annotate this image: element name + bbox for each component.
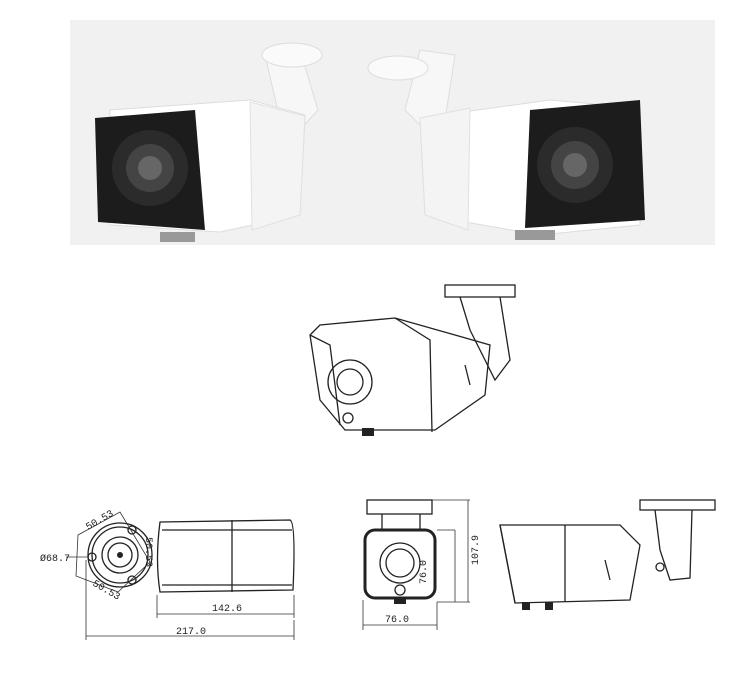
end-view: 76.0 107.9 76.0 <box>362 499 482 630</box>
camera-photo-left <box>95 42 323 242</box>
total-length-label: 217.0 <box>176 627 206 638</box>
end-width-label: 76.0 <box>385 615 409 626</box>
end-height-label: 76.0 <box>419 560 430 584</box>
end-total-height-label: 107.9 <box>471 535 482 565</box>
mount-dim-c: 50.53 <box>142 537 153 567</box>
body-length-label: 142.6 <box>212 604 242 615</box>
isometric-drawing <box>309 284 516 436</box>
product-photo <box>70 20 715 245</box>
side-view <box>499 499 716 610</box>
diameter-label: Ø68.7 <box>40 553 70 565</box>
camera-photo-right <box>367 49 645 240</box>
front-top-view: Ø68.7 50.53 50.53 50.53 142.6 217.0 <box>40 509 295 640</box>
